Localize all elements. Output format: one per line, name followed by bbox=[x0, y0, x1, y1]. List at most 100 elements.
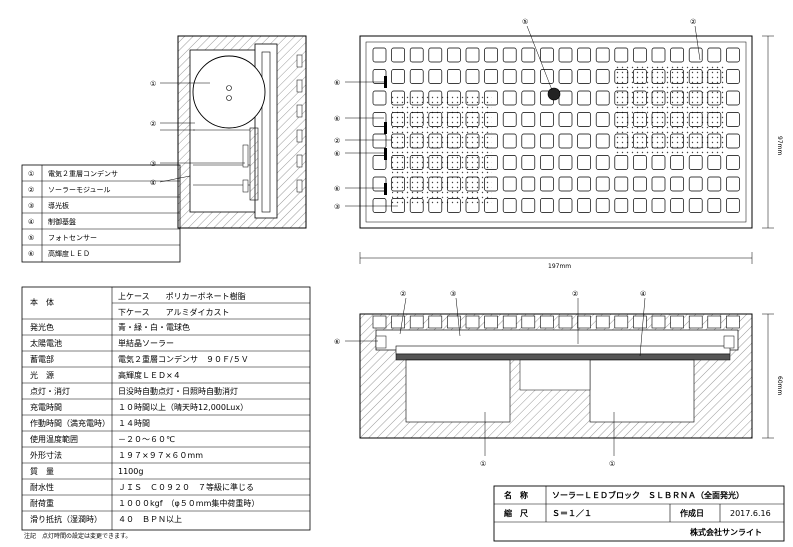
tile-square bbox=[447, 112, 461, 127]
tile-square bbox=[465, 47, 480, 63]
spec-label: 太陽電池 bbox=[30, 338, 62, 348]
tile-square bbox=[447, 69, 461, 84]
tile-square bbox=[428, 176, 443, 192]
spec-table: 本 体 上ケース ポリカーボネート樹脂 下ケース アルミダイカスト 発光色 青・… bbox=[21, 286, 311, 540]
tile-square bbox=[633, 155, 647, 170]
tile-square bbox=[633, 112, 647, 127]
legend-table: ① 電気２重層コンデンサ ② ソーラーモジュール ③ 導光板 ④ 制御基盤 ⑤ … bbox=[21, 164, 181, 263]
tile-square bbox=[670, 198, 684, 213]
tile-square bbox=[688, 47, 703, 63]
tile-square bbox=[558, 155, 573, 170]
title-block: 名 称 ソーラーＬＥＤブロック ＳＬＢＲＮＡ（全面発光） 縮 尺 Ｓ＝１／１ 作… bbox=[493, 485, 785, 542]
tile-square bbox=[484, 47, 498, 63]
tile-square bbox=[428, 69, 443, 84]
tile-square bbox=[688, 176, 703, 192]
tile-square bbox=[558, 90, 573, 106]
tile-square bbox=[614, 90, 629, 106]
tile-square bbox=[484, 112, 498, 127]
tile-square bbox=[633, 47, 647, 63]
tile-square bbox=[651, 176, 666, 192]
capacitor-circle bbox=[192, 55, 266, 129]
tile-square bbox=[726, 69, 740, 84]
tile-square bbox=[558, 47, 573, 63]
tile-square bbox=[465, 155, 480, 170]
spec-value: ４０ ＢＰＮ以上 bbox=[118, 515, 182, 524]
callout-2c: ② bbox=[690, 18, 696, 26]
tile-square bbox=[521, 112, 536, 127]
legend-num: ① bbox=[28, 170, 34, 178]
tile-square bbox=[372, 133, 387, 149]
tile-square bbox=[633, 133, 647, 149]
tile-square bbox=[651, 69, 666, 84]
tile-square bbox=[670, 112, 684, 127]
spec-value: 電気２重層コンデンサ ９０Ｆ/５Ｖ bbox=[118, 354, 249, 364]
callout-2: ② bbox=[150, 120, 156, 128]
spec-value: １０時間以上（晴天時12,000Lux） bbox=[118, 402, 248, 412]
tile-square bbox=[502, 155, 517, 170]
surface-bump bbox=[577, 315, 591, 329]
photo-sensor-mark bbox=[547, 87, 561, 101]
tile-square bbox=[595, 69, 610, 84]
callout-3b: ③ bbox=[334, 203, 340, 211]
tile-square bbox=[726, 176, 740, 192]
legend-num: ⑥ bbox=[28, 250, 34, 258]
callout-1b: ① bbox=[480, 460, 486, 468]
tile-grid bbox=[372, 47, 740, 213]
tile-square bbox=[502, 69, 517, 84]
tile-square bbox=[614, 176, 629, 192]
tile-square bbox=[558, 69, 573, 84]
dim-width: 197mm bbox=[548, 263, 571, 270]
tile-square bbox=[670, 155, 684, 170]
tile-square bbox=[688, 155, 703, 170]
spec-value: 日没時自動点灯・日照時自動消灯 bbox=[118, 386, 238, 396]
legend-label: 高輝度ＬＥＤ bbox=[48, 249, 90, 258]
tile-square bbox=[577, 112, 591, 127]
tile-square bbox=[707, 155, 722, 170]
tile-square bbox=[428, 133, 443, 149]
tile-square bbox=[707, 69, 722, 84]
tile-square bbox=[409, 198, 424, 213]
tile-square bbox=[614, 69, 629, 84]
tile-square bbox=[633, 198, 647, 213]
spec-value: １９７×９７×６０mm bbox=[118, 451, 203, 460]
tile-square bbox=[447, 198, 461, 213]
tile-square bbox=[707, 133, 722, 149]
tile-square bbox=[465, 198, 480, 213]
callout-5: ⑤ bbox=[522, 18, 528, 26]
tile-square bbox=[558, 112, 573, 127]
title-scale-value: Ｓ＝１／１ bbox=[552, 508, 592, 518]
tile-square bbox=[651, 112, 666, 127]
tile-square bbox=[670, 69, 684, 84]
tile-square bbox=[391, 176, 405, 192]
tile-square bbox=[726, 133, 740, 149]
legend-label: 電気２重層コンデンサ bbox=[48, 169, 118, 178]
surface-bump bbox=[428, 315, 443, 329]
tile-square bbox=[726, 90, 740, 106]
tile-square bbox=[577, 90, 591, 106]
surface-bump bbox=[595, 315, 610, 329]
tile-square bbox=[521, 176, 536, 192]
surface-bumps bbox=[372, 315, 740, 329]
tile-square bbox=[465, 69, 480, 84]
tile-square bbox=[391, 155, 405, 170]
spec-label: 充電時間 bbox=[30, 402, 62, 412]
surface-bump bbox=[726, 315, 740, 329]
tile-square bbox=[707, 47, 722, 63]
tile-square bbox=[558, 133, 573, 149]
legend-num: ③ bbox=[28, 202, 34, 210]
spec-value: 下ケース アルミダイカスト bbox=[118, 307, 230, 317]
tile-square bbox=[465, 176, 480, 192]
tile-square bbox=[372, 198, 387, 213]
legend-label: 制御基盤 bbox=[48, 217, 76, 226]
callout-2e: ② bbox=[572, 290, 578, 298]
spec-value: 1100g bbox=[118, 467, 143, 476]
tile-square bbox=[577, 133, 591, 149]
tile-square bbox=[633, 69, 647, 84]
tile-square bbox=[726, 155, 740, 170]
front-section-view bbox=[345, 297, 774, 456]
tile-square bbox=[577, 155, 591, 170]
spec-label: 光 源 bbox=[30, 370, 54, 380]
tile-square bbox=[651, 198, 666, 213]
tile-square bbox=[484, 90, 498, 106]
tile-square bbox=[651, 155, 666, 170]
